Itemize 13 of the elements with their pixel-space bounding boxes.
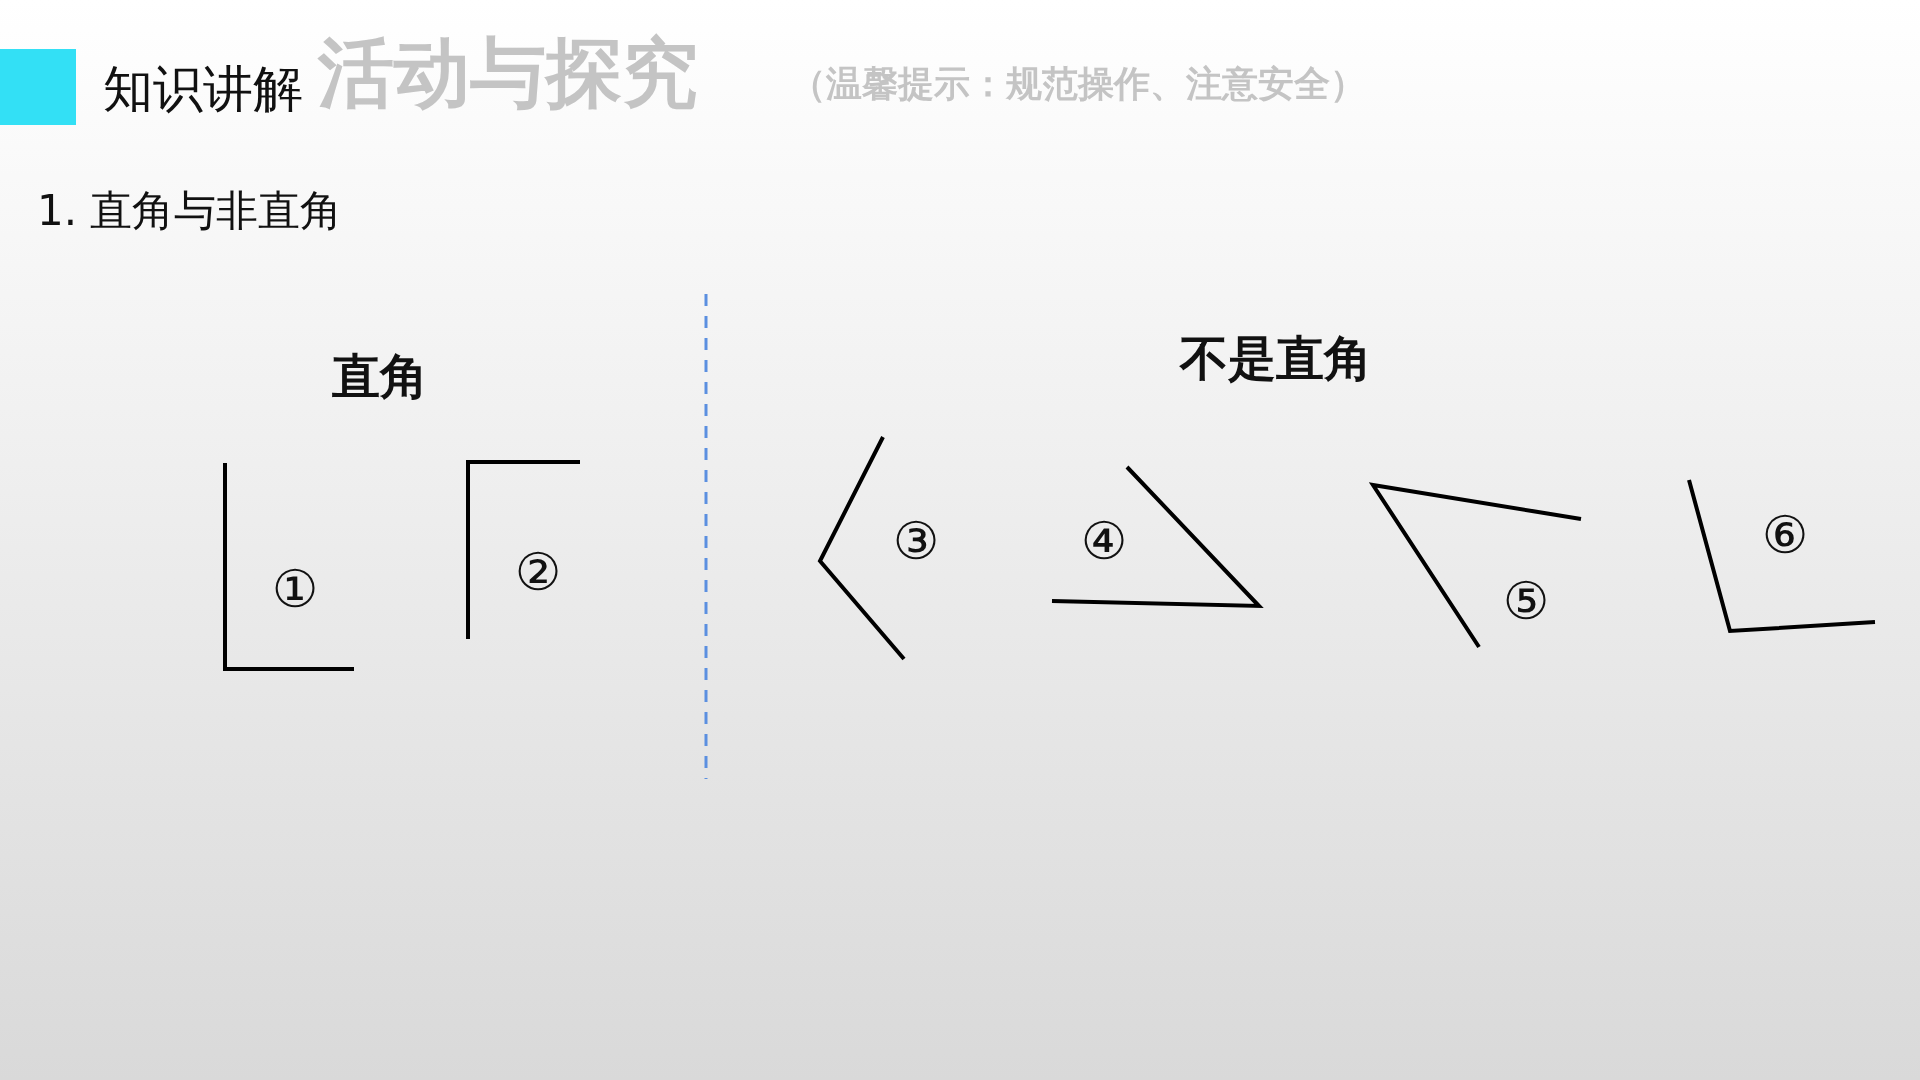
callout-number: ⑥ <box>1761 509 1809 561</box>
callout-number: ③ <box>892 515 940 567</box>
callout-number: ⑤ <box>1502 575 1550 627</box>
callout-number: ④ <box>1080 515 1128 567</box>
group-heading: 直角 <box>332 352 428 400</box>
heading-text: 活动与探究 <box>318 35 698 111</box>
note-text: （温馨提示：规范操作、注意安全） <box>790 66 1366 102</box>
callout-number: ① <box>271 563 319 615</box>
section-heading: 1. 直角与非直角 <box>37 190 343 232</box>
callout-number: ② <box>514 546 562 598</box>
title-marker <box>0 49 76 125</box>
page-title: 知识讲解 <box>103 64 303 114</box>
group-heading: 不是直角 <box>1180 334 1372 382</box>
